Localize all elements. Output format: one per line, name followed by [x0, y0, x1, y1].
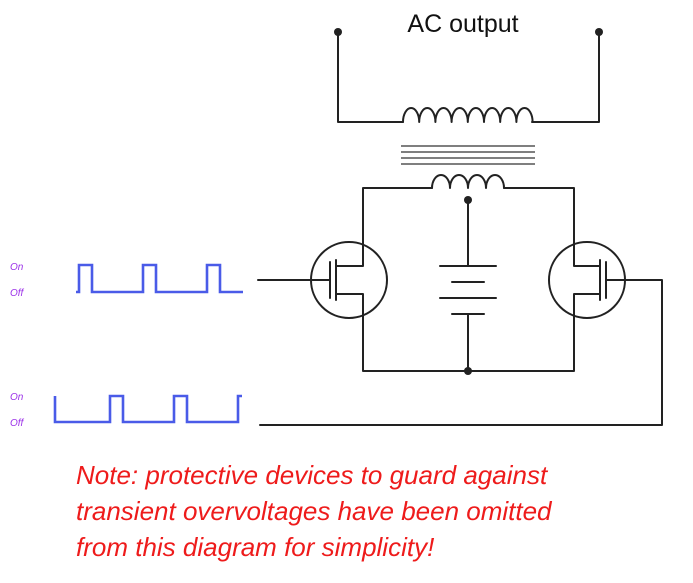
note-line-3: from this diagram for simplicity! [76, 532, 435, 562]
signal-bottom-off-label: Off [10, 418, 25, 429]
primary-winding [431, 174, 505, 189]
ground-junction [464, 367, 472, 375]
mosfet-left [257, 241, 388, 319]
signal-bottom-on-label: On [10, 392, 24, 403]
center-tap-junction [464, 196, 472, 204]
ac-output-label: AC output [407, 10, 518, 38]
signal-top-off-label: Off [10, 288, 25, 299]
gate-signal-bottom: On Off [10, 392, 242, 429]
gate-signal-top: On Off [10, 262, 243, 299]
transformer-core [401, 145, 535, 165]
secondary-winding [402, 107, 534, 123]
mosfet-right [259, 241, 663, 426]
battery-symbol [439, 265, 497, 315]
output-leads [334, 28, 603, 123]
note-line-1: Note: protective devices to guard agains… [76, 460, 548, 490]
note-text: Note: protective devices to guard agains… [76, 457, 686, 565]
signal-bottom-waveform [53, 394, 242, 424]
output-wire-left [337, 31, 404, 123]
primary-circuit [362, 187, 575, 375]
output-wire-right [531, 31, 600, 123]
signal-top-on-label: On [10, 262, 24, 273]
note-line-2: transient overvoltages have been omitted [76, 496, 552, 526]
signal-top-waveform [76, 263, 243, 294]
